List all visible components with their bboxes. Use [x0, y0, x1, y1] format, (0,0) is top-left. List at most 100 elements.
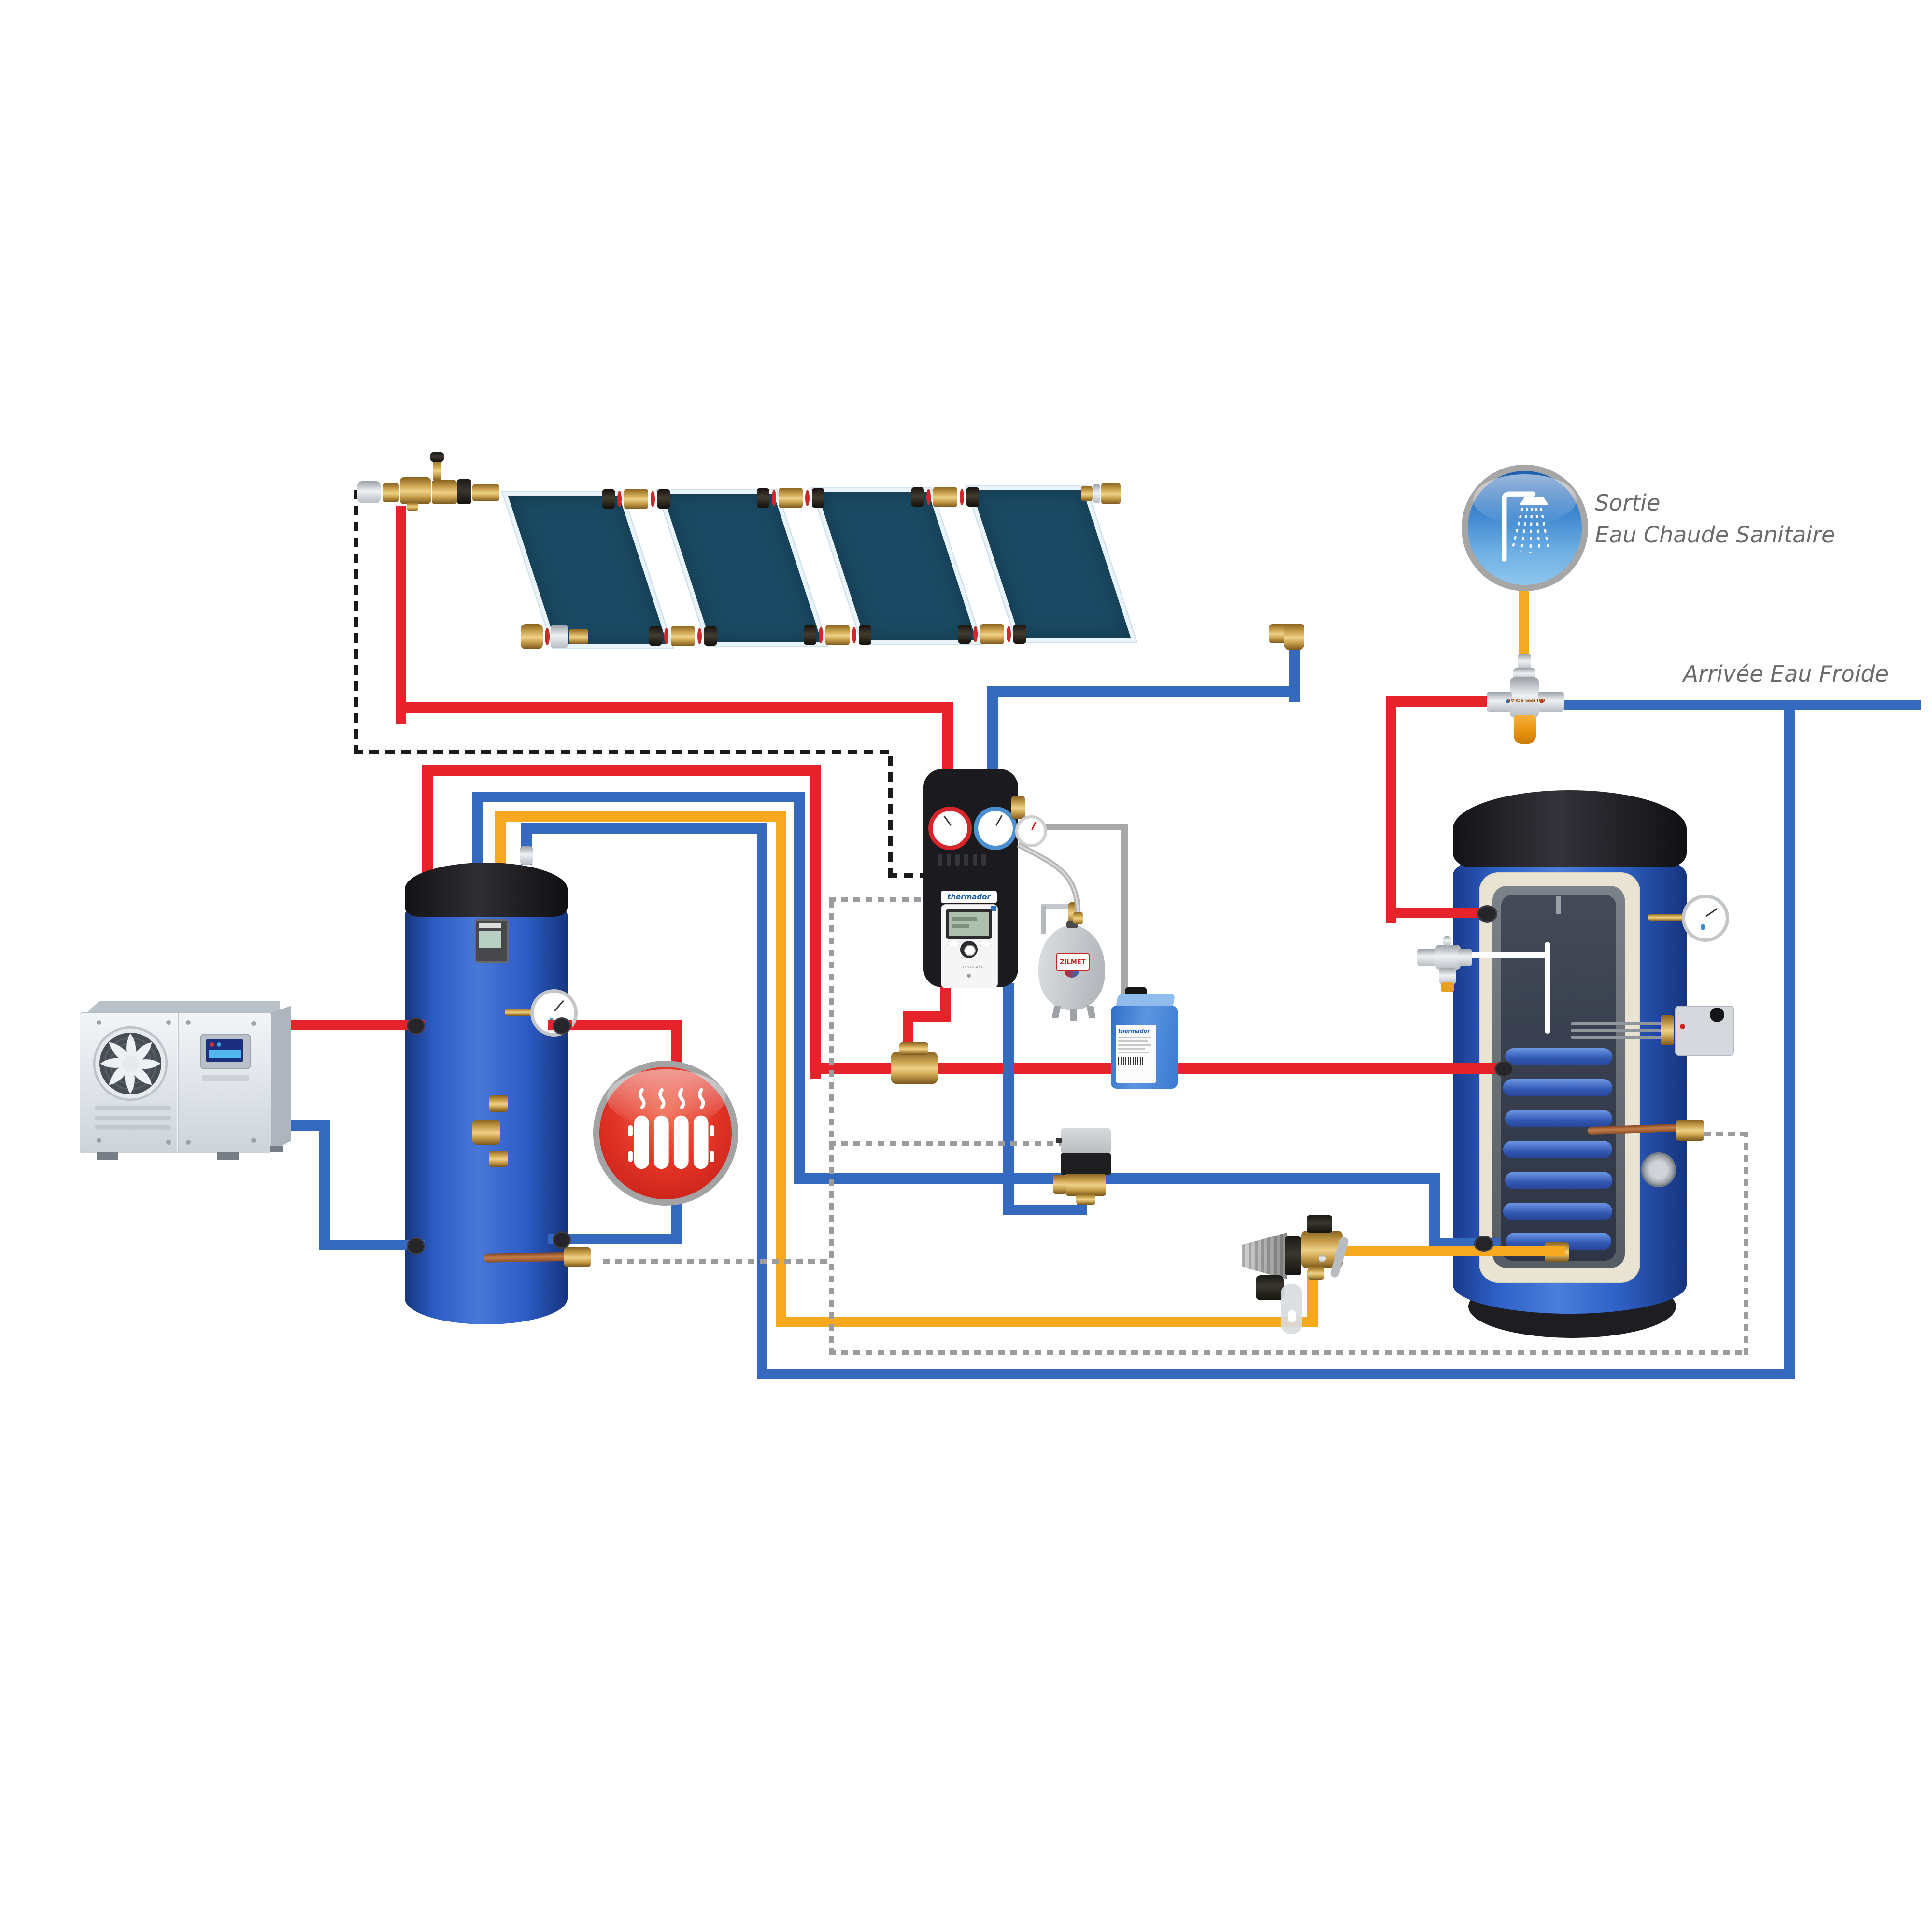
collector-union-fitting: [958, 624, 1026, 644]
pipe-cold-main: [1555, 700, 1921, 710]
sensor-pocket-coupling: [1676, 1120, 1704, 1141]
pipe-station-to-coil: [903, 1011, 951, 1022]
pipe-buffer-to-valve: [472, 792, 805, 802]
vessel-brand-label: ZILMET: [1056, 953, 1090, 971]
brass-tee: [400, 477, 431, 504]
heater-rod: [1571, 1036, 1663, 1039]
pipe-cold-main: [757, 823, 767, 1379]
actuator-base: [1061, 1153, 1111, 1175]
mv-top-fitting: [1518, 654, 1531, 669]
cable-collector-sensor: [888, 750, 893, 878]
heater-rod: [1571, 1029, 1663, 1032]
seal-ring: [697, 628, 702, 644]
brass-union: [671, 626, 695, 646]
pipe-solar-return: [987, 686, 1300, 697]
brass-union: [980, 624, 1004, 644]
valve-left-port: [1053, 1175, 1066, 1194]
coil-turn: [1505, 1110, 1612, 1127]
black-nut: [657, 489, 670, 509]
safety-group-lower: [1439, 968, 1456, 984]
pipe-station-return: [1003, 1205, 1087, 1215]
grille-slat: [95, 1116, 171, 1120]
hose-connector: [1073, 912, 1083, 924]
cable-sensor-bus: [829, 897, 939, 902]
thermostat-knob: [1710, 1008, 1724, 1022]
pressure-gauge: [1015, 815, 1047, 847]
black-nut: [958, 625, 971, 644]
collector-union-fitting: [602, 489, 670, 509]
brass-plug-large: [472, 1120, 500, 1145]
actuator-terminal: [1056, 1138, 1062, 1143]
pipe-valve-to-dhw: [1101, 1173, 1440, 1184]
label-sortie: Sortie Eau Chaude Sanitaire: [1595, 487, 1835, 551]
seal-ring: [651, 491, 655, 507]
pipe-solar-flow: [396, 702, 953, 713]
controller-knob: [964, 945, 976, 956]
tee-body: [891, 1052, 938, 1084]
mv-adjustment-knob: [1514, 715, 1536, 744]
black-nut: [1013, 625, 1026, 644]
cable-sensor-bus: [603, 1259, 832, 1264]
filter-coupling: [1285, 1236, 1301, 1275]
vent-slot: [981, 854, 986, 866]
flexible-hose: [1017, 842, 1081, 915]
label-line: [1118, 1044, 1151, 1046]
mv-top-hex: [1513, 668, 1535, 679]
tank-port: [553, 1231, 571, 1249]
pipe-mixed-circuit: [1307, 1270, 1318, 1327]
safety-group-coupling: [1458, 949, 1472, 966]
droplet-mark: [1701, 924, 1705, 930]
foot: [97, 1152, 118, 1160]
temperature-gauge-blue: [974, 807, 1017, 850]
brass-valve-body: [432, 480, 457, 504]
brass-tee-stub: [407, 502, 418, 511]
pipe-buffer-to-valve: [472, 792, 483, 874]
lcd-line: [952, 917, 977, 921]
heater-rod: [1571, 1022, 1663, 1025]
pipe-mixed-circuit: [495, 811, 786, 822]
valve-bottom-port: [1308, 1266, 1324, 1280]
coil-turn: [1503, 1079, 1612, 1096]
cable-sensor-bus: [829, 1350, 1748, 1355]
pipe-dhw-hot-out: [1386, 696, 1492, 707]
stub-dhw-coil: [1449, 1063, 1507, 1074]
label-line: [1118, 1052, 1149, 1053]
screw: [166, 1020, 171, 1025]
vent-slot: [947, 854, 951, 866]
safety-valve-cap: [1441, 982, 1454, 992]
screw: [97, 1138, 101, 1143]
mount-strap: [1281, 1284, 1302, 1334]
screw: [251, 1021, 256, 1026]
element-flange: [1661, 1015, 1674, 1045]
tank-port: [407, 1237, 425, 1255]
pipe-station-to-coil: [422, 765, 821, 776]
thermometer-dial: [530, 989, 578, 1037]
screw: [166, 1140, 171, 1145]
pipe-buffer-to-valve: [794, 1173, 1063, 1184]
vessel-brand-text: ZILMET: [1060, 958, 1086, 966]
black-nut: [757, 488, 769, 508]
pipe-cold-main: [521, 823, 767, 834]
thermometer-stem: [505, 1009, 533, 1016]
air-vent-stem: [433, 460, 441, 481]
controller-button-left: [948, 941, 959, 946]
controller-led: [967, 974, 971, 978]
safety-group-brass: [1011, 796, 1025, 819]
controller-brand-label: thermador: [961, 965, 984, 970]
coil-turn: [1503, 1141, 1612, 1158]
black-nut: [704, 626, 717, 646]
vent-slot: [955, 854, 960, 866]
pipe-mixed-circuit: [776, 1317, 1318, 1327]
foot: [270, 1146, 283, 1152]
pipe-dhw-hot-out: [1386, 696, 1396, 923]
cold-dot: [1506, 699, 1510, 703]
elbow-vertical: [1284, 624, 1304, 650]
label-sortie-line2: Eau Chaude Sanitaire: [1595, 522, 1835, 548]
collector-union-fitting: [804, 625, 871, 645]
label-sortie-line1: Sortie: [1595, 490, 1661, 516]
buffer-tank-top-cap: [405, 863, 568, 917]
jug-brand-text: thermador: [1118, 1028, 1150, 1034]
top-sensor-stub: [1556, 896, 1561, 914]
seal-ring: [926, 489, 931, 505]
